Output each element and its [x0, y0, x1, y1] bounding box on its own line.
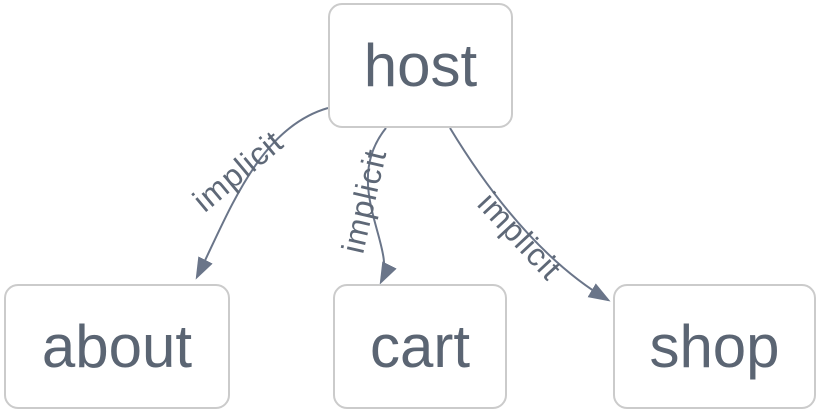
node-host-label: host	[363, 31, 478, 99]
edge-host-shop	[449, 127, 611, 302]
node-cart: cart	[333, 284, 507, 409]
edge-host-about	[195, 107, 329, 280]
node-shop: shop	[613, 284, 816, 409]
node-shop-label: shop	[649, 312, 780, 380]
node-about-label: about	[41, 312, 193, 380]
node-host: host	[328, 3, 513, 128]
edge-host-cart	[366, 127, 397, 285]
node-cart-label: cart	[369, 312, 471, 380]
node-about: about	[4, 284, 230, 409]
